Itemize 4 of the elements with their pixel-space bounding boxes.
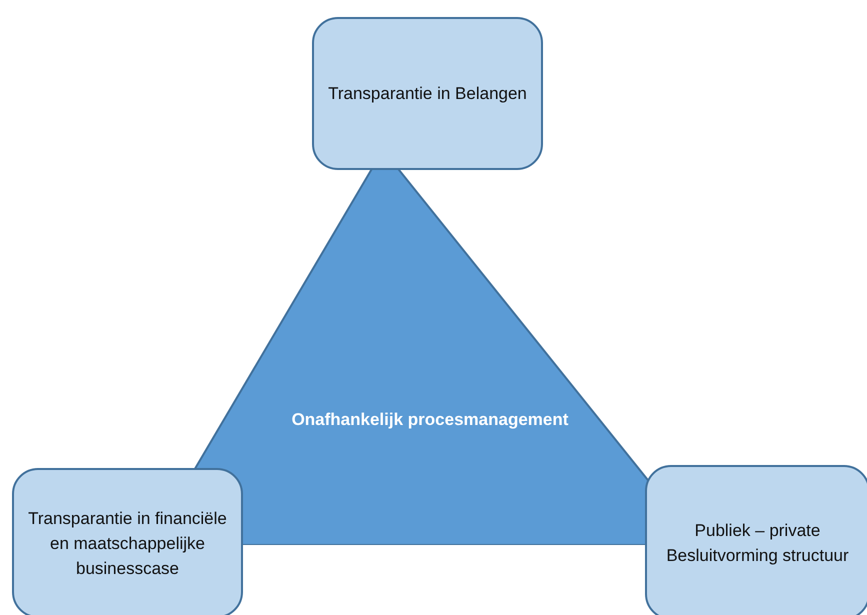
rounded-box: Publiek – private Besluitvorming structuur [645,465,867,615]
rounded-box: Transparantie in Belangen [312,17,543,170]
rounded-box: Transparantie in financiële en maatschappelijke businesscase [12,468,243,615]
triangle-label: Onafhankelijk procesmanagement [290,409,570,431]
